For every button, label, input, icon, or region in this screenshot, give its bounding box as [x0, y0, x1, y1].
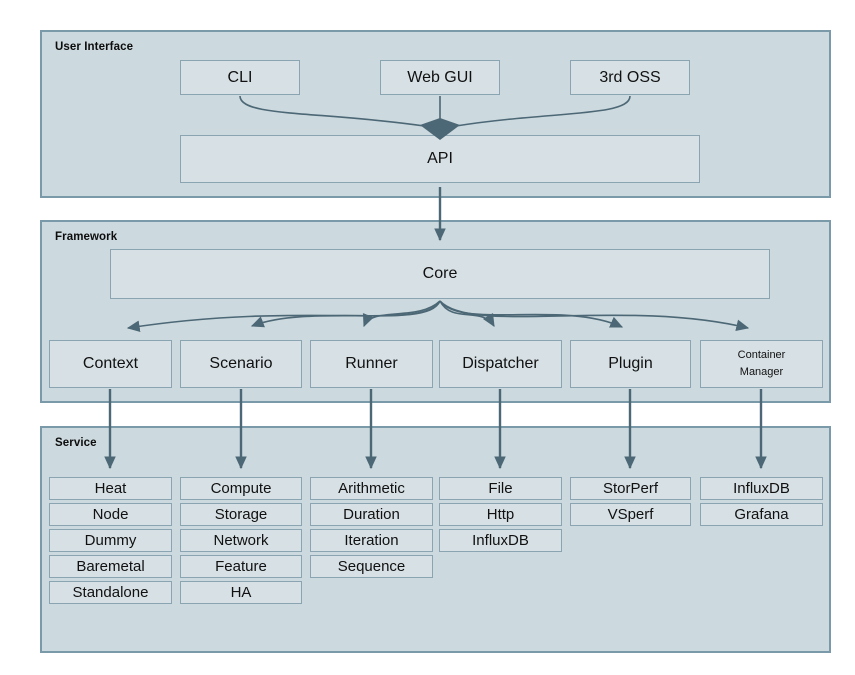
stack-context: Heat Node Dummy Baremetal Standalone: [49, 477, 172, 607]
stack-item: Storage: [180, 503, 302, 526]
stack-item: Node: [49, 503, 172, 526]
box-api: API: [180, 135, 700, 183]
section-framework-label: Framework: [55, 231, 118, 243]
stack-item: Heat: [49, 477, 172, 500]
box-scenario-label: Scenario: [209, 355, 273, 372]
section-user-interface-label: User Interface: [55, 41, 134, 53]
stack-item: Http: [439, 503, 562, 526]
box-core: Core: [110, 249, 770, 299]
box-runner-label: Runner: [345, 355, 398, 372]
box-container-manager-label: Container Manager: [737, 348, 786, 378]
stack-item: HA: [180, 581, 302, 604]
box-cli-label: CLI: [227, 68, 253, 86]
stack-item: Dummy: [49, 529, 172, 552]
stack-container-manager: InfluxDB Grafana: [700, 477, 823, 529]
stack-item: Duration: [310, 503, 433, 526]
stack-item: VSperf: [570, 503, 691, 526]
section-service-label: Service: [55, 437, 97, 449]
stack-item: Arithmetic: [310, 477, 433, 500]
stack-item: Feature: [180, 555, 302, 578]
box-plugin: Plugin: [570, 340, 691, 388]
box-cli: CLI: [180, 60, 300, 95]
stack-item: Iteration: [310, 529, 433, 552]
stack-plugin: StorPerf VSperf: [570, 477, 691, 529]
stack-item: Network: [180, 529, 302, 552]
stack-item: Sequence: [310, 555, 433, 578]
box-dispatcher-label: Dispatcher: [462, 355, 539, 372]
box-core-label: Core: [422, 265, 458, 282]
box-plugin-label: Plugin: [608, 355, 653, 372]
stack-runner: Arithmetic Duration Iteration Sequence: [310, 477, 433, 581]
stack-item: InfluxDB: [700, 477, 823, 500]
box-context-label: Context: [82, 355, 139, 372]
box-scenario: Scenario: [180, 340, 302, 388]
box-runner: Runner: [310, 340, 433, 388]
stack-item: File: [439, 477, 562, 500]
box-dispatcher: Dispatcher: [439, 340, 562, 388]
stack-item: Grafana: [700, 503, 823, 526]
stack-item: InfluxDB: [439, 529, 562, 552]
stack-item: StorPerf: [570, 477, 691, 500]
stack-item: Standalone: [49, 581, 172, 604]
box-web-gui-label: Web GUI: [407, 68, 473, 86]
box-3rd-oss-label: 3rd OSS: [599, 68, 661, 86]
box-api-label: API: [427, 150, 453, 167]
stack-dispatcher: File Http InfluxDB: [439, 477, 562, 555]
box-3rd-oss: 3rd OSS: [570, 60, 690, 95]
stack-scenario: Compute Storage Network Feature HA: [180, 477, 302, 607]
box-container-manager: Container Manager: [700, 340, 823, 388]
stack-item: Baremetal: [49, 555, 172, 578]
box-web-gui: Web GUI: [380, 60, 500, 95]
stack-item: Compute: [180, 477, 302, 500]
box-context: Context: [49, 340, 172, 388]
